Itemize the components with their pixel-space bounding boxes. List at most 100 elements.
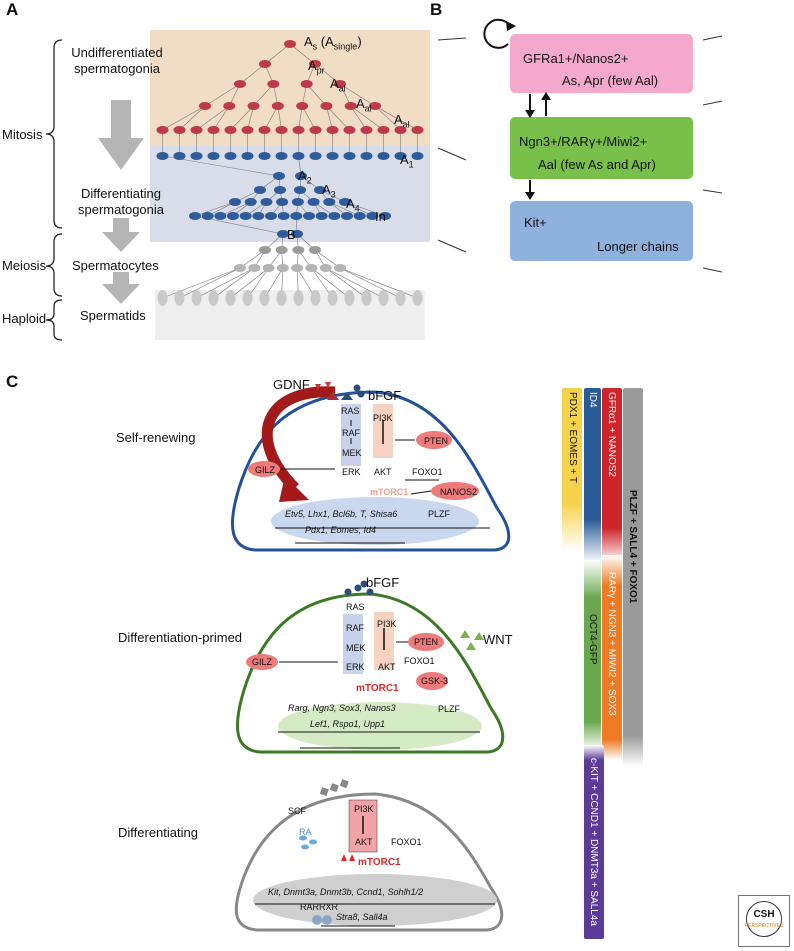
germ-cell	[244, 198, 257, 206]
node-ras-2: RAS	[346, 602, 365, 612]
label-apr: Apr	[308, 58, 325, 76]
differentiating-cell	[234, 779, 504, 932]
node-pi3k: PI3K	[373, 413, 393, 423]
germ-cell	[241, 126, 254, 134]
node-raf: RAF	[342, 428, 360, 438]
germ-cell	[341, 212, 353, 220]
germ-cell	[229, 198, 241, 206]
germ-cell	[291, 230, 303, 238]
cell-label-differentiating: Differentiating	[118, 825, 198, 840]
label-b: B	[287, 227, 296, 242]
germ-cell	[225, 290, 236, 306]
node-mtorc1-3: mTORC1	[358, 857, 401, 868]
germ-cell	[360, 152, 373, 160]
self-renewal-arrow-icon	[483, 18, 516, 49]
germ-cell	[326, 152, 339, 160]
ligand-gdnf: GDNF	[273, 377, 310, 392]
ngn3-box-title: Ngn3+/RARγ+/Miwi2+	[519, 134, 648, 149]
germ-cell	[291, 198, 304, 206]
progression-arrows	[98, 100, 144, 304]
germ-cell	[190, 126, 203, 134]
node-akt-3: AKT	[355, 837, 373, 847]
ligand-ra: RA	[299, 827, 312, 837]
germ-cell	[412, 290, 423, 306]
gfra1-box	[510, 34, 693, 93]
gfra1-box-sub: As, Apr (few Aal)	[562, 73, 659, 88]
germ-cell	[254, 186, 266, 194]
receptor-rxr: RXR	[319, 902, 339, 912]
germ-cell	[275, 126, 288, 134]
germ-cell	[369, 102, 381, 110]
label-in: In	[375, 209, 386, 224]
kit-box-sub: Longer chains	[597, 239, 679, 254]
germ-cell	[276, 198, 289, 206]
germ-cell	[353, 212, 366, 220]
node-pi3k-3: PI3K	[354, 804, 374, 814]
germ-cell	[292, 152, 305, 160]
germ-cell	[173, 126, 186, 134]
panel-b-letter: B	[430, 0, 443, 19]
germ-cell	[360, 126, 373, 134]
germ-cell	[260, 198, 273, 206]
arrow-down-icon	[102, 272, 140, 304]
genes-4: Lef1, Rspo1, Upp1	[310, 719, 386, 729]
germ-cell	[296, 102, 309, 110]
arrow-down-icon	[102, 218, 140, 252]
germ-cell	[241, 152, 254, 160]
marker-text-rarg: RARγ + NGN3 + MIWI2 + SOX3	[606, 572, 617, 716]
germ-cell	[252, 212, 265, 220]
label-a1: A1	[400, 152, 414, 170]
node-plzf: PLZF	[428, 509, 451, 519]
germ-cell	[319, 264, 332, 272]
genes-1: Etv5, Lhx1, Bcl6b, T, Shisa6	[285, 509, 398, 519]
germ-cell	[156, 152, 169, 160]
germ-cell	[327, 290, 338, 306]
germ-cell	[275, 246, 288, 254]
node-pten: PTEN	[424, 436, 449, 446]
germ-cell	[274, 186, 286, 194]
germ-cell	[208, 290, 219, 306]
germ-cell	[315, 212, 328, 220]
germ-cell	[294, 186, 306, 194]
label-as: As (Asingle)	[304, 34, 362, 52]
stage-brackets	[45, 39, 63, 341]
arrow-down-icon	[525, 110, 535, 118]
germ-cell	[242, 290, 253, 306]
node-erk: ERK	[342, 467, 361, 477]
germ-cell	[293, 290, 304, 306]
gfra1-box-title: GFRa1+/Nanos2+	[523, 51, 629, 66]
germ-cell	[207, 126, 220, 134]
panel-connector-lines	[437, 35, 723, 273]
node-raf-2: RAF	[346, 623, 364, 633]
panel-c-letter: C	[6, 372, 19, 391]
germ-cell	[259, 290, 270, 306]
germ-cell	[295, 172, 307, 180]
label-aal-2: Aal	[356, 96, 372, 114]
germ-cell	[277, 212, 290, 220]
germ-cell	[156, 126, 169, 134]
germ-cell	[309, 126, 322, 134]
germ-cell	[247, 102, 260, 110]
germ-cell	[214, 212, 227, 220]
germ-cell	[239, 212, 252, 220]
label-a3: A3	[322, 182, 336, 200]
spermatogonia-tree	[156, 40, 424, 306]
ligand-wnt: WNT	[483, 632, 513, 647]
node-foxo1: FOXO1	[412, 467, 443, 477]
germ-cell	[275, 152, 288, 160]
marker-bar-pdx1	[562, 388, 582, 551]
marker-bar-plzf	[623, 388, 643, 766]
germ-cell	[189, 212, 201, 220]
germ-cell	[227, 212, 239, 220]
marker-text-oct4: OCT4-GFP	[587, 614, 598, 665]
germ-cell	[267, 80, 280, 88]
node-gilz: GILZ	[255, 465, 276, 475]
node-nanos2: NANOS2	[440, 487, 478, 497]
germ-cell	[339, 198, 351, 206]
marker-text-plzf: PLZF + SALL4 + FOXO1	[627, 490, 638, 604]
germ-cell	[265, 212, 277, 220]
node-foxo1-3: FOXO1	[391, 837, 422, 847]
germ-cell	[199, 102, 211, 110]
germ-cell	[343, 152, 356, 160]
genes-6: Stra8, Sall4a	[336, 912, 388, 922]
